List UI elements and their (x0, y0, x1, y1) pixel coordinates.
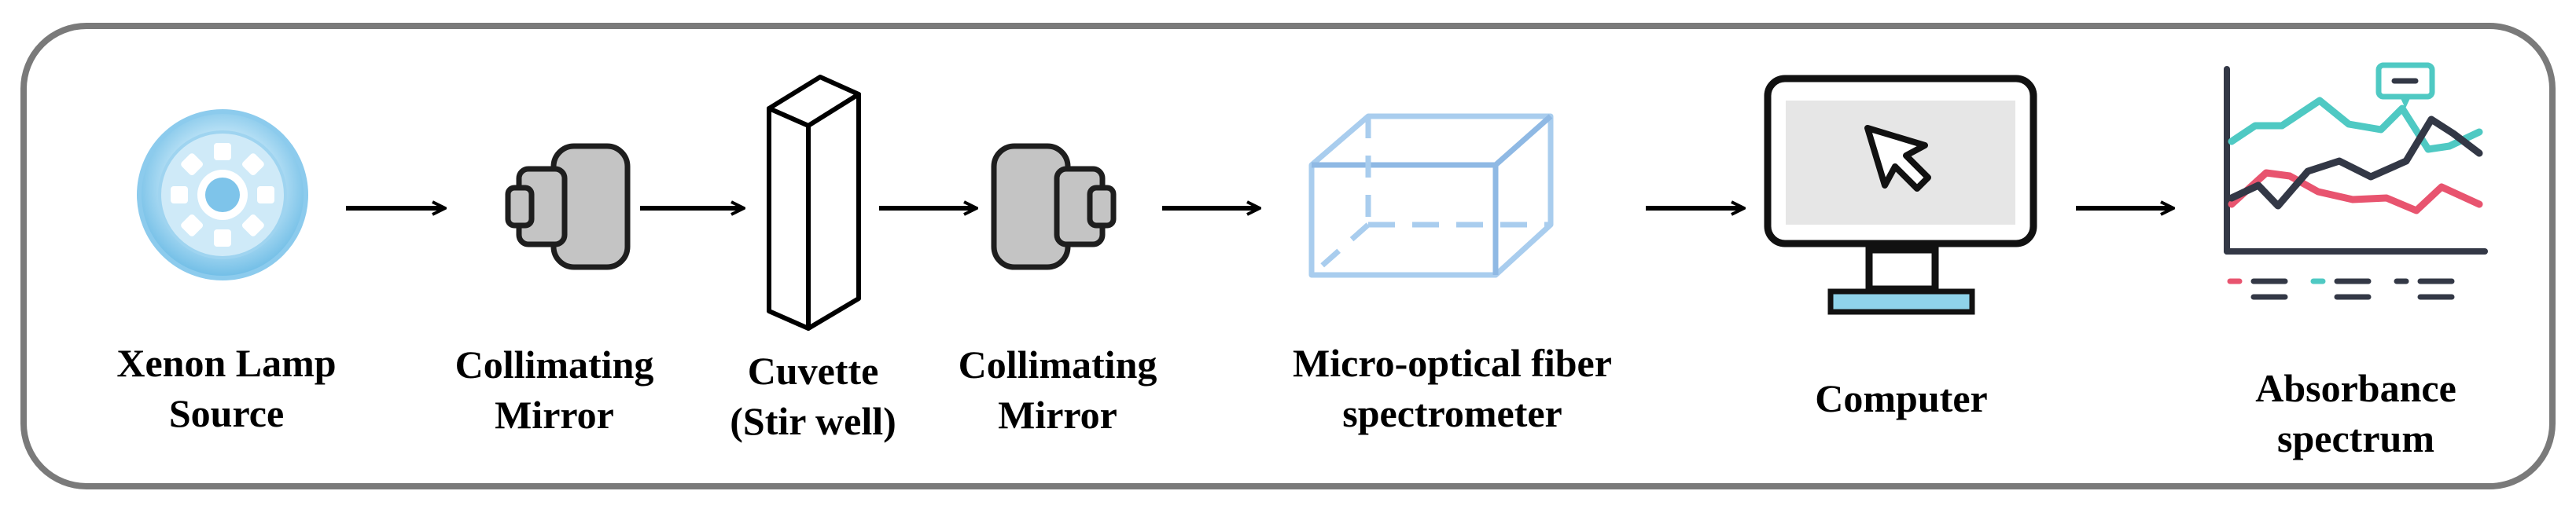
label-collimating-mirror-1: Collimating Mirror (455, 339, 654, 440)
label-line: Mirror (495, 393, 614, 437)
cuvette-icon (767, 75, 861, 331)
collimating-mirror-icon (991, 143, 1117, 270)
label-computer: Computer (1815, 373, 1987, 423)
xenon-lamp-icon (137, 109, 308, 280)
cursor-icon (1864, 125, 1931, 192)
label-line: (Stir well) (730, 399, 896, 443)
computer-monitor-icon (1764, 75, 2037, 315)
collimating-mirror-icon (505, 143, 631, 270)
label-line: Collimating (454, 343, 654, 387)
label-line: Computer (1815, 376, 1988, 420)
label-cuvette: Cuvette (Stir well) (730, 346, 896, 446)
spectrometer-box-icon (1308, 113, 1554, 278)
label-collimating-mirror-2: Collimating Mirror (959, 339, 1157, 440)
label-absorbance-spectrum: Absorbance spectrum (2255, 363, 2456, 464)
label-line: spectrum (2277, 416, 2434, 460)
line-chart-icon (2224, 62, 2488, 300)
label-line: Cuvette (747, 349, 879, 393)
label-line: Absorbance (2255, 366, 2456, 410)
label-line: Collimating (958, 343, 1157, 387)
label-line: Xenon Lamp (116, 341, 337, 385)
label-xenon-lamp-source: Xenon Lamp Source (116, 338, 336, 438)
label-line: Mirror (998, 393, 1117, 437)
diagram-frame (20, 23, 2556, 489)
label-line: Source (168, 391, 285, 435)
label-line: Micro-optical fiber (1293, 341, 1612, 385)
label-line: spectrometer (1342, 391, 1562, 435)
label-spectrometer: Micro-optical fiber spectrometer (1293, 338, 1612, 438)
